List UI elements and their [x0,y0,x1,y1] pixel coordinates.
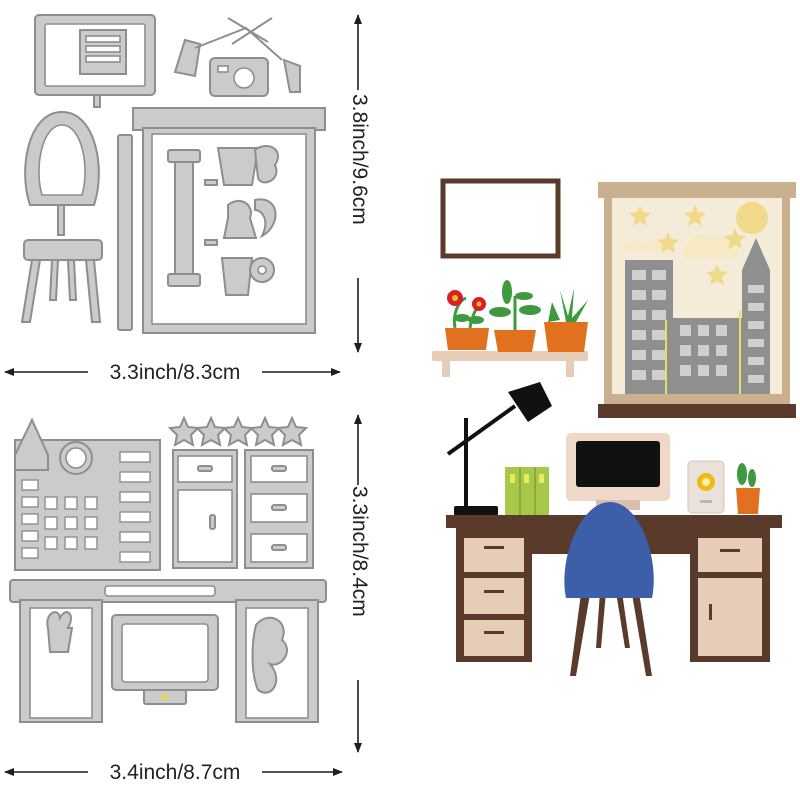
colored-scene [432,178,796,676]
potted-plant-icon [736,463,760,514]
chair-icon [564,502,654,676]
bottom-width-label: 3.4inch/8.7cm [109,761,241,784]
potted-plant-icon [216,145,279,296]
top-die-set [20,14,326,334]
city-window [598,182,796,418]
drawer-cabinet-die [172,449,238,569]
camera-icon [209,57,269,97]
dimension-arrows [4,13,362,776]
skyline-die [14,417,161,571]
desk-lamp-icon [446,382,552,516]
potted-plant-icon [489,280,541,352]
drawer-stack-die [244,449,314,569]
desk-lamp-icon [173,17,301,93]
speaker-icon [687,460,725,514]
bottom-height-label: 3.3inch/8.4cm [348,486,371,617]
potted-plant-icon [445,290,489,350]
top-width-label: 3.3inch/8.3cm [109,361,241,384]
desk [446,515,782,662]
shelf-bar-die [117,134,133,331]
books-icon [505,467,549,515]
window-frame-die [132,107,326,334]
desk-die [9,579,327,723]
monitor-icon [566,433,670,510]
chair-icon [24,110,100,236]
potted-plant-icon [544,288,588,352]
monitor-icon [34,14,156,108]
star-icon [167,415,309,447]
top-height-label: 3.8inch/9.6cm [348,94,371,225]
wall-picture-frame [440,178,561,259]
bottom-die-set [9,415,327,723]
plant-shelf [432,280,588,377]
stool-icon [20,239,103,323]
